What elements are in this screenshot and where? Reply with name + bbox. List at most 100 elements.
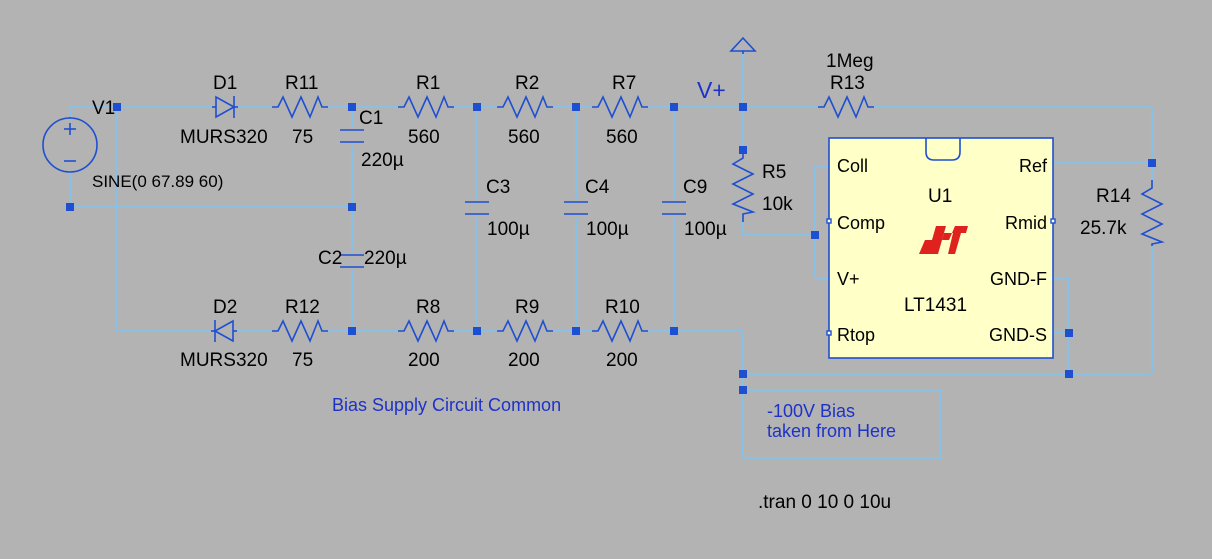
ic-u1-body (828, 137, 1054, 359)
capacitor-c3[interactable]: C3 100µ (465, 177, 530, 240)
resistor-r13-ref: R13 (830, 73, 865, 94)
junction-dot (113, 103, 121, 111)
voltage-source-v1[interactable]: V1 SINE(0 67.89 60) (42, 98, 223, 191)
comment-bias-line1: -100V Bias (767, 401, 855, 421)
resistor-r1[interactable]: R1 560 (398, 73, 454, 148)
ic-u1[interactable]: U1 LT1431 Coll Comp V+ Rtop Ref Rmid GND… (826, 137, 1056, 359)
resistor-r12[interactable]: R12 75 (272, 297, 328, 371)
resistor-r2-value: 560 (508, 127, 540, 148)
pin-label-comp: Comp (837, 213, 885, 233)
diode-d1-ref: D1 (213, 73, 237, 94)
resistor-r10-value: 200 (606, 350, 638, 371)
resistor-r14-value: 25.7k (1080, 218, 1127, 239)
resistor-r9[interactable]: R9 200 (497, 297, 553, 371)
capacitor-c9[interactable]: C9 100µ (662, 177, 727, 240)
resistor-r8-value: 200 (408, 350, 440, 371)
capacitor-c2[interactable]: C2 220µ (318, 248, 407, 269)
resistor-r12-value: 75 (292, 350, 313, 371)
junction-dot (1148, 159, 1156, 167)
pin-label-gndf: GND-F (990, 269, 1047, 289)
capacitor-c4-ref: C4 (585, 177, 610, 198)
junction-dot (473, 103, 481, 111)
source-value-label: SINE(0 67.89 60) (92, 172, 223, 191)
pin-comp-open[interactable] (826, 218, 832, 224)
capacitor-c2-value: 220µ (364, 248, 407, 269)
resistor-r2[interactable]: R2 560 (497, 73, 553, 148)
capacitor-c3-ref: C3 (486, 177, 510, 198)
diode-d1[interactable]: D1 MURS320 (180, 73, 268, 148)
capacitor-c4-value: 100µ (586, 219, 629, 240)
ic-u1-part: LT1431 (904, 295, 967, 316)
resistor-r13-value: 1Meg (826, 51, 874, 72)
junction-dot (572, 327, 580, 335)
junction-dot (66, 203, 74, 211)
comment-bias-line2: taken from Here (767, 421, 896, 441)
resistor-r8[interactable]: R8 200 (398, 297, 454, 371)
resistor-r9-value: 200 (508, 350, 540, 371)
resistor-r5[interactable]: R5 10k (731, 150, 793, 222)
resistor-r9-ref: R9 (515, 297, 539, 318)
ic-notch (925, 138, 961, 161)
resistor-r7-value: 560 (606, 127, 638, 148)
resistor-r5-ref: R5 (762, 162, 786, 183)
junction-dot (670, 327, 678, 335)
resistor-r10[interactable]: R10 200 (592, 297, 648, 371)
resistor-r8-ref: R8 (416, 297, 440, 318)
resistor-r5-value: 10k (762, 194, 793, 215)
pin-label-gnds: GND-S (989, 325, 1047, 345)
resistor-r13[interactable]: 1Meg R13 (818, 51, 874, 120)
vplus-net-flag[interactable] (729, 36, 757, 54)
junction-dot (473, 327, 481, 335)
pin-label-ref: Ref (1019, 156, 1048, 176)
capacitor-c9-ref: C9 (683, 177, 707, 198)
capacitor-c9-value: 100µ (684, 219, 727, 240)
capacitor-c4[interactable]: C4 100µ (564, 177, 629, 240)
junction-dot (670, 103, 678, 111)
junction-dot (348, 203, 356, 211)
spice-directive-tran[interactable]: .tran 0 10 0 10u (758, 492, 891, 513)
pin-label-rmid: Rmid (1005, 213, 1047, 233)
diode-d2-ref: D2 (213, 297, 237, 318)
vplus-net-label: V+ (697, 77, 726, 103)
diode-d1-model: MURS320 (180, 127, 268, 148)
junction-dot (739, 370, 747, 378)
resistor-r2-ref: R2 (515, 73, 539, 94)
junction-dot (811, 231, 819, 239)
capacitor-c1[interactable]: C1 220µ (340, 108, 404, 171)
junction-dot (1065, 370, 1073, 378)
junction-dot (739, 386, 747, 394)
resistor-r11-ref: R11 (285, 73, 318, 94)
comment-bias-supply-common: Bias Supply Circuit Common (332, 395, 561, 415)
pin-label-rtop: Rtop (837, 325, 875, 345)
capacitor-c1-ref: C1 (359, 108, 383, 129)
resistor-r7[interactable]: R7 560 (592, 73, 648, 148)
pin-rmid-open[interactable] (1050, 218, 1056, 224)
junction-dot (572, 103, 580, 111)
junction-dot (348, 103, 356, 111)
resistor-r11[interactable]: R11 75 (272, 73, 328, 148)
diode-d2-model: MURS320 (180, 350, 268, 371)
resistor-r7-ref: R7 (612, 73, 636, 94)
ic-u1-ref: U1 (928, 186, 952, 207)
pin-rtop-open[interactable] (826, 330, 832, 336)
resistor-r11-value: 75 (292, 127, 313, 148)
resistor-r1-value: 560 (408, 127, 440, 148)
source-ref-label: V1 (92, 98, 115, 119)
pin-label-coll: Coll (837, 156, 868, 176)
resistor-r14[interactable]: R14 25.7k (1080, 180, 1165, 246)
pin-label-vplus: V+ (837, 269, 860, 289)
junction-dot (739, 103, 747, 111)
resistor-r12-ref: R12 (285, 297, 320, 318)
junction-dot (348, 327, 356, 335)
resistor-r10-ref: R10 (605, 297, 640, 318)
junctions (66, 103, 1156, 394)
resistor-r14-ref: R14 (1096, 186, 1131, 207)
diode-d2[interactable]: D2 MURS320 (180, 297, 268, 371)
capacitor-c1-value: 220µ (361, 150, 404, 171)
junction-dot (739, 146, 747, 154)
capacitor-c2-ref: C2 (318, 248, 342, 269)
junction-dot (1065, 329, 1073, 337)
capacitor-c3-value: 100µ (487, 219, 530, 240)
lt-logo-icon (919, 226, 968, 254)
